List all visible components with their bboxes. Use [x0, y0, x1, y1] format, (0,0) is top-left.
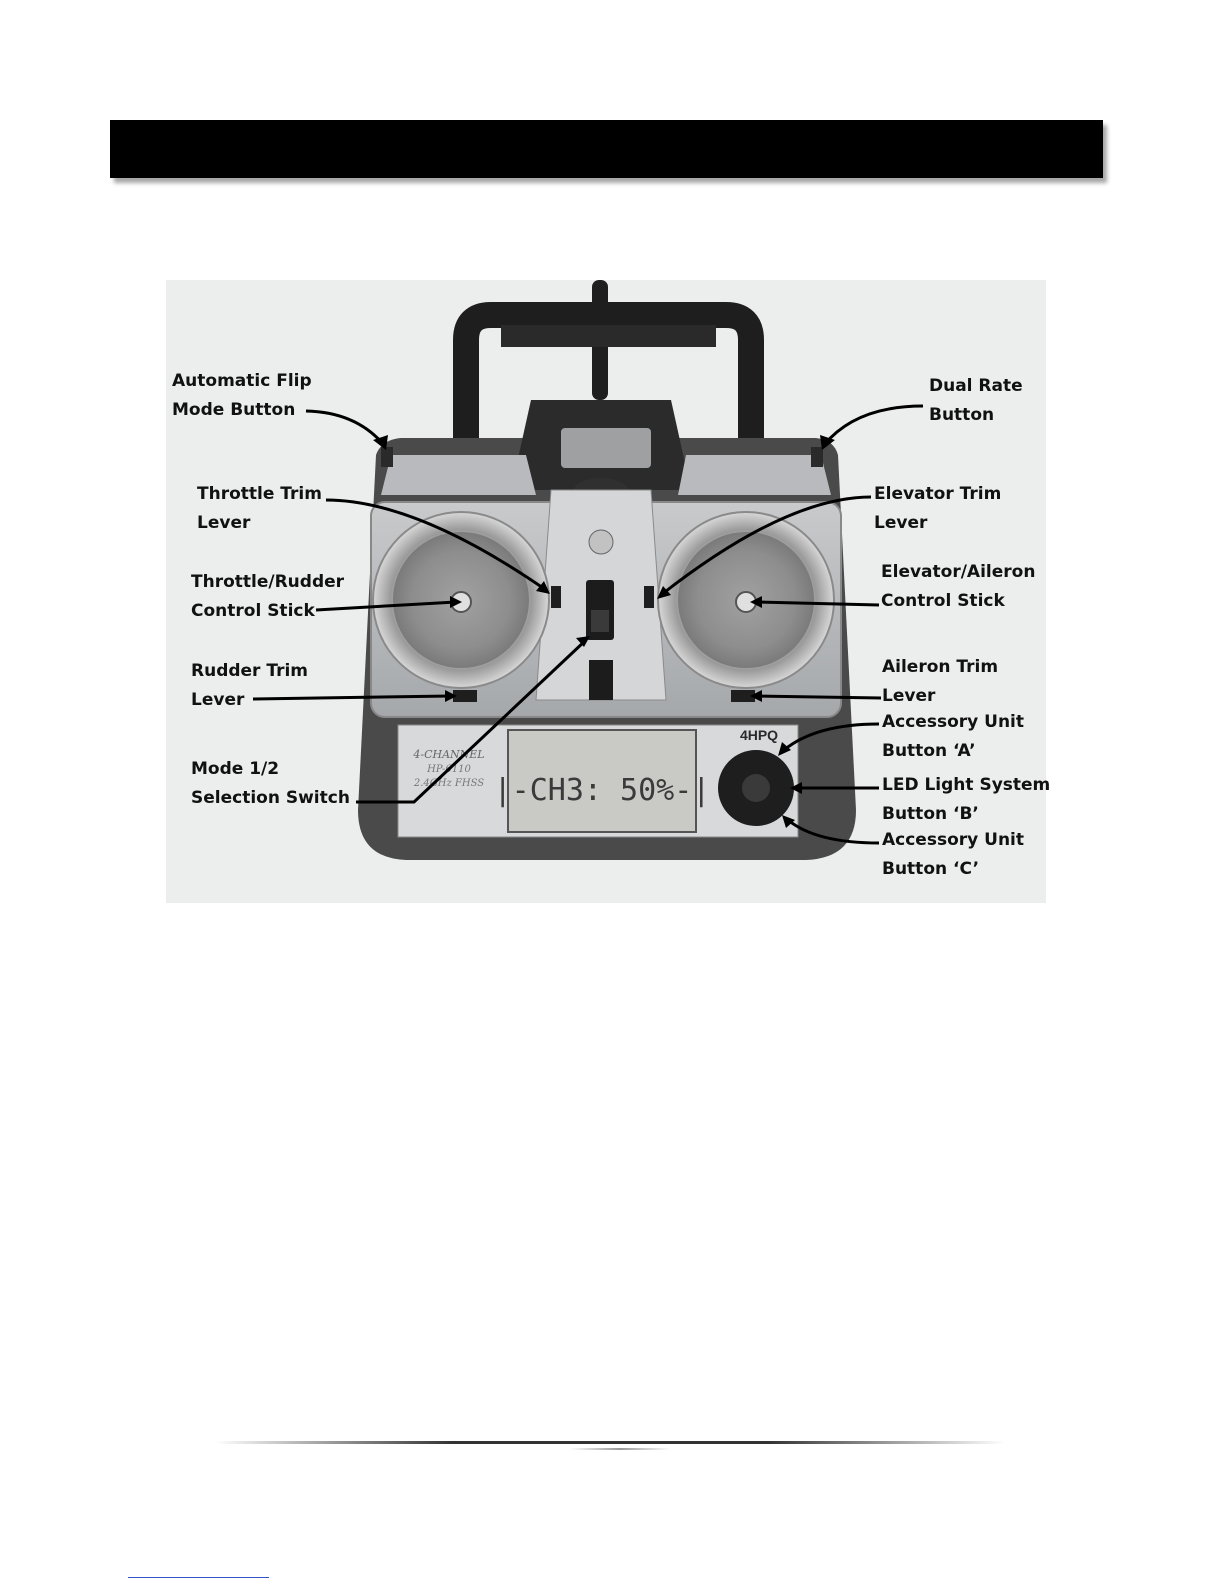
arrow-accessory-c — [787, 818, 880, 845]
flip-mode-button — [381, 447, 393, 467]
label-rudder-trim: Rudder Trim Lever — [191, 657, 308, 715]
transmitter-illustration: |-CH3: 50%-| 4-CHANNEL HP-6110 2.4GHz FH… — [252, 280, 924, 860]
arrow-mode-switch — [356, 638, 588, 804]
label-accessory-c-line1: Accessory Unit — [882, 830, 1025, 850]
label-dual-rate-line2: Button — [929, 405, 995, 425]
label-elevator-trim-line1: Elevator Trim — [874, 484, 1002, 504]
footer-link-underline — [128, 1577, 269, 1578]
label-led-light-b-line1: LED Light System — [882, 775, 1051, 795]
label-elevator-aileron-stick: Elevator/Aileron Control Stick — [881, 558, 1035, 616]
arrow-accessory-a — [783, 722, 880, 752]
label-throttle-rudder-line2: Control Stick — [191, 601, 315, 621]
faceplate-text-channel: 4-CHANNEL — [412, 748, 484, 761]
label-mode-switch-line2: Selection Switch — [191, 788, 350, 808]
carry-handle — [453, 302, 764, 515]
label-accessory-a: Accessory Unit Button ‘A’ — [882, 708, 1024, 766]
footer-divider — [215, 1441, 1005, 1444]
label-elevator-aileron-line1: Elevator/Aileron — [881, 562, 1036, 582]
section-header-bar — [110, 120, 1103, 178]
label-elevator-trim-line2: Lever — [874, 513, 928, 533]
label-led-light-b: LED Light System Button ‘B’ — [882, 771, 1050, 829]
arrow-dual-rate — [822, 404, 924, 446]
label-accessory-c: Accessory Unit Button ‘C’ — [882, 826, 1024, 884]
label-flip-mode: Automatic Flip Mode Button — [172, 367, 312, 425]
label-accessory-c-line2: Button ‘C’ — [882, 859, 980, 879]
label-throttle-trim-line2: Lever — [197, 513, 251, 533]
label-aileron-trim-line2: Lever — [882, 686, 936, 706]
arrow-flip-mode — [305, 409, 386, 446]
label-throttle-rudder-line1: Throttle/Rudder — [191, 572, 345, 592]
brand-logo-plate — [561, 428, 651, 468]
label-throttle-trim-line1: Throttle Trim — [197, 484, 322, 504]
arrow-throttle-trim — [325, 498, 547, 592]
aileron-trim-lever — [731, 690, 755, 702]
label-flip-mode-line2: Mode Button — [172, 400, 296, 420]
label-led-light-b-line2: Button ‘B’ — [882, 804, 979, 824]
throttle-trim-lever — [551, 586, 561, 608]
footer-divider-accent — [570, 1448, 670, 1450]
model-name: 4HPQ — [740, 727, 778, 743]
label-throttle-rudder-stick: Throttle/Rudder Control Stick — [191, 568, 344, 626]
arrow-elevator-stick — [757, 600, 880, 607]
transmitter-photo: |-CH3: 50%-| 4-CHANNEL HP-6110 2.4GHz FH… — [166, 280, 1046, 903]
label-dual-rate: Dual Rate Button — [929, 372, 1023, 430]
dual-rate-button — [811, 447, 823, 467]
label-elevator-aileron-line2: Control Stick — [881, 591, 1005, 611]
label-dual-rate-line1: Dual Rate — [929, 376, 1023, 396]
label-aileron-trim: Aileron Trim Lever — [882, 653, 998, 711]
label-rudder-trim-line2: Lever — [191, 690, 245, 710]
rudder-trim-lever — [453, 690, 477, 702]
label-mode-switch-line1: Mode 1/2 — [191, 759, 280, 779]
lcd-screen — [507, 729, 697, 833]
label-throttle-trim: Throttle Trim Lever — [197, 480, 322, 538]
elevator-trim-lever — [644, 586, 654, 608]
label-accessory-a-line1: Accessory Unit — [882, 712, 1025, 732]
arrow-rudder-trim — [252, 694, 452, 701]
faceplate-text-band: 2.4GHz FHSS — [413, 778, 484, 789]
label-accessory-a-line2: Button ‘A’ — [882, 741, 976, 761]
label-mode-switch: Mode 1/2 Selection Switch — [191, 755, 350, 813]
arrow-throttle-stick — [315, 600, 457, 612]
label-rudder-trim-line1: Rudder Trim — [191, 661, 309, 681]
lcd-text: |-CH3: 50%-| — [494, 773, 711, 808]
label-flip-mode-line1: Automatic Flip — [172, 371, 312, 391]
arrow-aileron-trim — [757, 694, 882, 700]
label-elevator-trim: Elevator Trim Lever — [874, 480, 1001, 538]
label-aileron-trim-line1: Aileron Trim — [882, 657, 999, 677]
arrow-elevator-trim — [660, 495, 872, 597]
